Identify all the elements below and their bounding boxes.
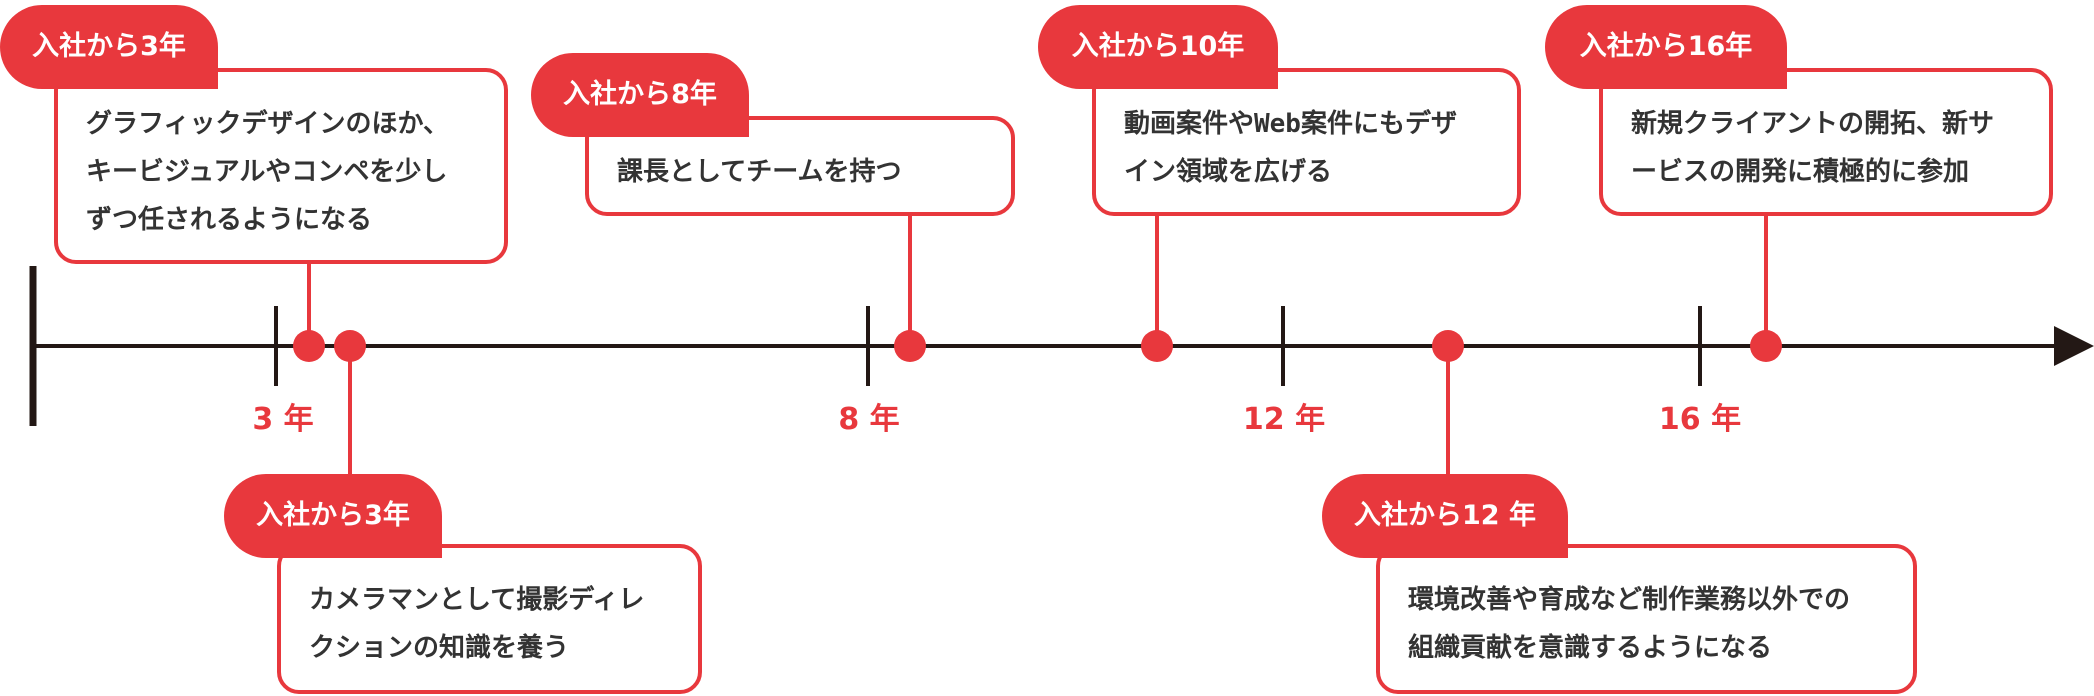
event-card: グラフィックデザインのほか、 キービジュアルやコンペを少し ずつ任されるようにな… <box>54 68 508 264</box>
year-label-3: 3 年 <box>252 402 314 437</box>
year-label-16: 16 年 <box>1658 402 1742 437</box>
event-card: カメラマンとして撮影ディレ クションの知識を養う <box>277 544 702 694</box>
event-marker <box>1141 330 1173 362</box>
event-tag: 入社から12 年 <box>1322 474 1568 558</box>
event-tag: 入社から3年 <box>0 5 218 89</box>
event-tag: 入社から16年 <box>1545 5 1787 89</box>
event-card: 環境改善や育成など制作業務以外での 組織貢献を意識するようになる <box>1376 544 1917 694</box>
event-tag: 入社から10年 <box>1038 5 1278 89</box>
event-marker <box>1750 330 1782 362</box>
year-label-12: 12 年 <box>1242 402 1326 437</box>
event-marker <box>1432 330 1464 362</box>
event-marker <box>293 330 325 362</box>
event-card: 新規クライアントの開拓、新サ ービスの開発に積極的に参加 <box>1599 68 2053 216</box>
event-card: 動画案件やWeb案件にもデザ イン領域を広げる <box>1092 68 1521 216</box>
year-label-8: 8 年 <box>838 402 900 437</box>
timeline-arrowhead <box>2054 326 2094 366</box>
event-marker <box>334 330 366 362</box>
event-tag: 入社から8年 <box>531 53 749 137</box>
event-tag: 入社から3年 <box>224 474 442 558</box>
event-marker <box>894 330 926 362</box>
